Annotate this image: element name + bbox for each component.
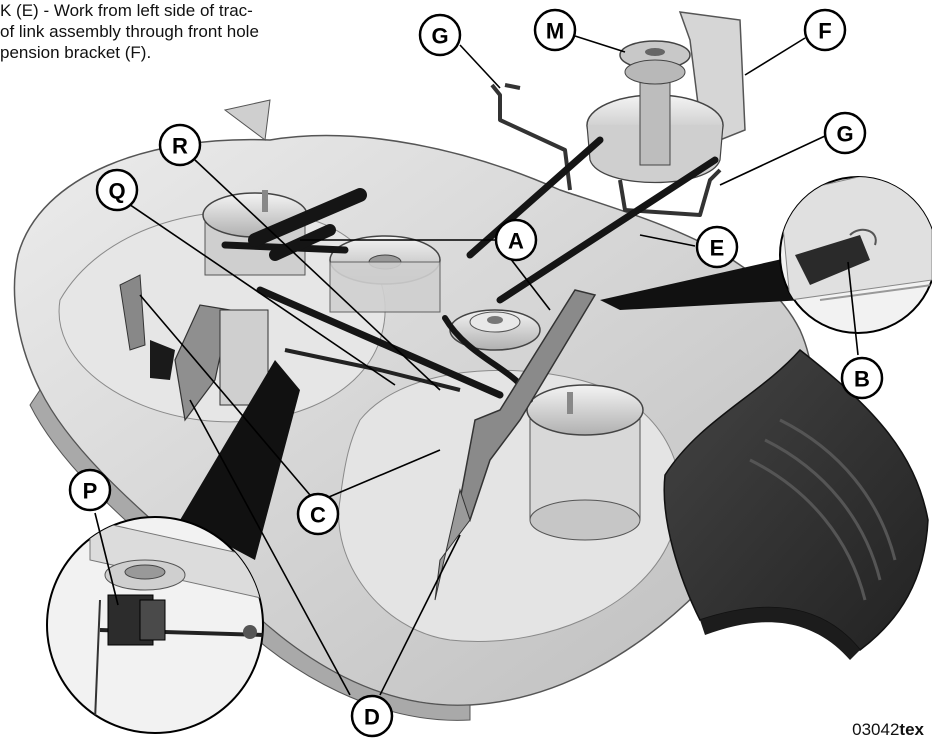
callout-label: R	[172, 134, 188, 159]
callout-e: E	[695, 225, 739, 269]
callout-g-top-left: G	[418, 13, 462, 57]
callout-b: B	[840, 356, 884, 400]
idler-arm-brackets	[119, 274, 597, 601]
figure-number: 03042	[852, 720, 900, 739]
right-spindle-pulley	[526, 384, 644, 541]
callout-label: G	[431, 24, 448, 49]
idler-pulley	[449, 309, 541, 351]
callout-p: P	[68, 468, 112, 512]
callout-label: A	[508, 229, 524, 254]
caption-line: K (E) - Work from left side of trac-	[0, 1, 253, 20]
callout-d: D	[350, 694, 394, 738]
callout-a: A	[494, 218, 538, 262]
callout-label: E	[710, 236, 725, 261]
figure-id: 03042tex	[852, 720, 924, 740]
belt-guide-left	[490, 83, 572, 191]
caption-line: pension bracket (F).	[0, 43, 152, 62]
callout-q: Q	[95, 168, 139, 212]
callout-r: R	[158, 123, 202, 167]
belt-guide-right	[618, 168, 722, 217]
instruction-caption: K (E) - Work from left side of trac- of …	[0, 0, 400, 63]
callout-label: M	[546, 19, 564, 44]
callout-g-right: G	[823, 111, 867, 155]
callout-m: M	[533, 8, 577, 52]
callout-c: C	[296, 492, 340, 536]
center-spindle-pulley	[329, 235, 441, 313]
callout-label: G	[836, 122, 853, 147]
callouts: G M F G R Q A	[68, 8, 884, 738]
inset-detail-b	[600, 176, 932, 334]
callout-label: Q	[108, 179, 125, 204]
inset-detail-p	[46, 360, 300, 734]
callout-label: B	[854, 367, 870, 392]
caption-line: of link assembly through front hole	[0, 22, 259, 41]
callout-label: P	[83, 479, 98, 504]
figure-suffix: tex	[899, 720, 924, 739]
discharge-chute	[663, 348, 929, 660]
engine-pulley-assembly	[586, 11, 746, 184]
callout-f: F	[803, 8, 847, 52]
callout-leader-lines	[94, 35, 859, 696]
callout-label: F	[818, 19, 831, 44]
callout-label: D	[364, 705, 380, 730]
callout-label: C	[310, 503, 326, 528]
